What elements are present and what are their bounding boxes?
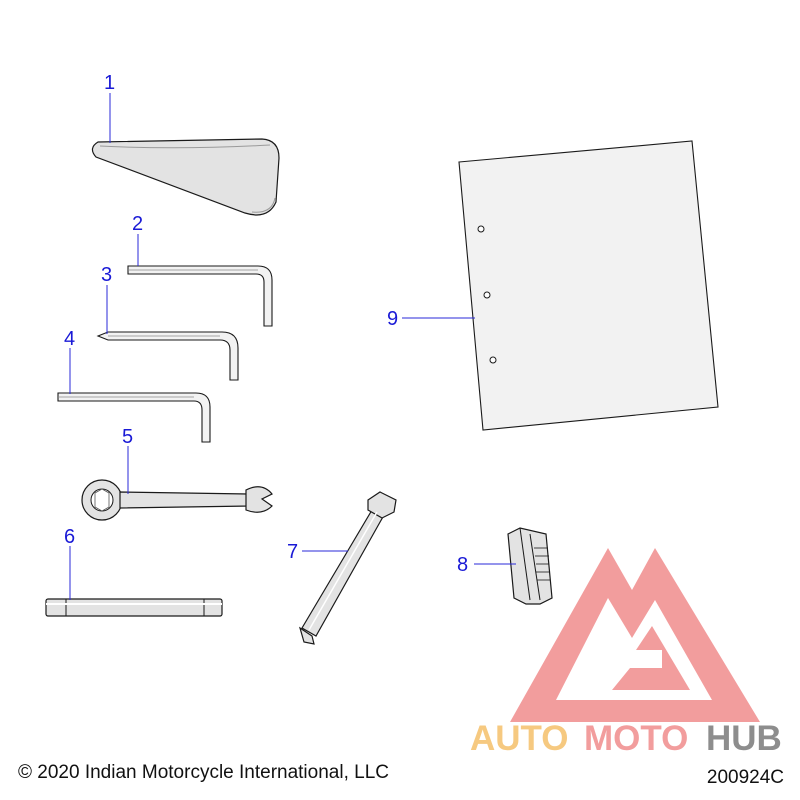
callout-6: 6 (64, 526, 75, 548)
callout-4: 4 (64, 328, 75, 350)
part-4-hex-key (57, 392, 211, 443)
part-6-extension-bar (45, 598, 223, 617)
watermark-logo: AUTO MOTO HUB (470, 548, 782, 758)
part-5-combination-wrench (81, 479, 273, 521)
callout-7: 7 (287, 541, 298, 563)
watermark-auto: AUTO (470, 719, 569, 758)
callout-5: 5 (122, 426, 133, 448)
callout-8: 8 (457, 554, 468, 576)
part-3-hex-key (96, 331, 239, 381)
callout-9: 9 (387, 308, 398, 330)
manual-hole-bottom (489, 356, 497, 364)
watermark-moto: MOTO (584, 719, 688, 758)
callouts: 1 2 3 4 5 6 7 8 9 (64, 72, 468, 576)
watermark-triangle-inner (612, 626, 690, 690)
diagram-id: 200924C (706, 767, 784, 788)
copyright-notice: © 2020 Indian Motorcycle International, … (18, 762, 389, 783)
part-1-tool-pouch (91, 138, 280, 216)
manual-hole-top (477, 225, 485, 233)
part-9-owners-manual (458, 140, 719, 431)
manual-hole-middle (483, 291, 491, 299)
callout-3: 3 (101, 264, 112, 286)
leader-lines (69, 93, 516, 600)
watermark-triangle-outer (510, 548, 760, 722)
part-7-long-tool (298, 491, 397, 645)
part-8-fuse-puller (507, 527, 553, 605)
callout-2: 2 (132, 213, 143, 235)
callout-1: 1 (104, 72, 115, 94)
watermark-hub: HUB (706, 719, 782, 758)
part-2-hex-key (127, 265, 273, 327)
